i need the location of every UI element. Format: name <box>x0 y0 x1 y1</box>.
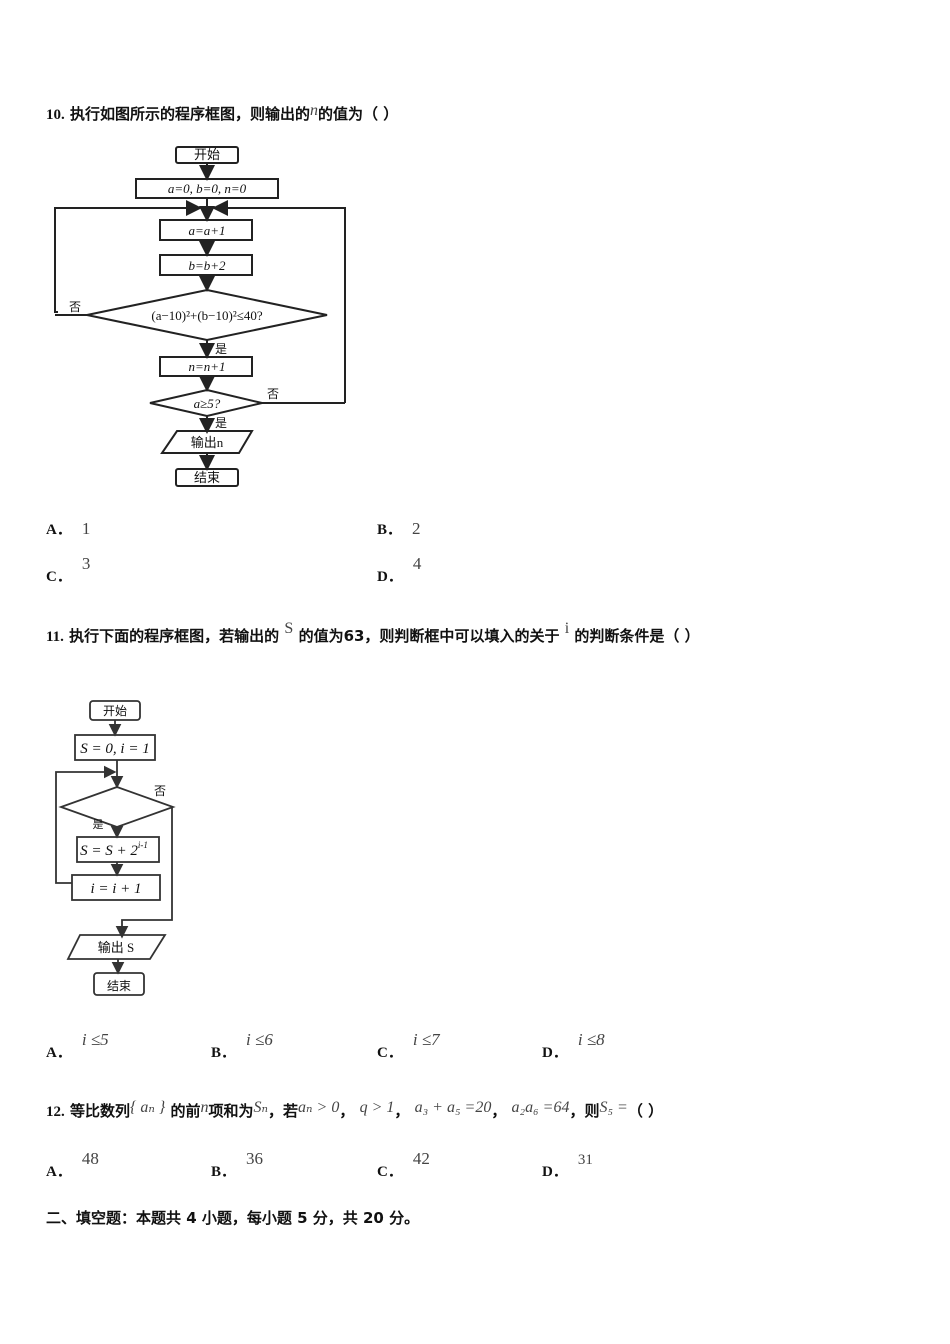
q10-cond2-no: 否 <box>267 387 279 401</box>
q11-step1-label: S = S + 2i-1 <box>80 840 148 859</box>
q11-cond-yes: 是 <box>93 818 104 831</box>
q10-step2-label: b=b+2 <box>188 258 226 273</box>
section-heading-fill-in: 二、填空题：本题共 4 小题，每小题 5 分，共 20 分。 <box>46 1209 420 1227</box>
q11-end-label: 结束 <box>107 979 131 993</box>
q10-end-label: 结束 <box>194 470 220 485</box>
q10-step3-label: n=n+1 <box>188 359 225 374</box>
q10-option-a[interactable]: A．1 <box>46 519 91 538</box>
q11-step2-label: i = i + 1 <box>90 881 141 897</box>
q10-cond1-label: (a−10)²+(b−10)²≤40? <box>151 308 263 323</box>
q11-option-a[interactable]: A．i ≤5 <box>46 1030 109 1061</box>
q12-option-d[interactable]: D．31 <box>542 1152 593 1180</box>
q11-option-c[interactable]: C．i ≤7 <box>377 1030 440 1061</box>
q10-option-d[interactable]: D．4 <box>377 554 422 585</box>
question-12-title: 12. 等比数列{ aₙ } 的前n项和为Sₙ，若aₙ > 0， q > 1， … <box>46 1099 664 1120</box>
q11-start-label: 开始 <box>103 704 127 718</box>
q11-option-b[interactable]: B．i ≤6 <box>211 1030 273 1061</box>
q12-option-c[interactable]: C．42 <box>377 1149 430 1180</box>
q10-cond2-yes: 是 <box>215 416 227 430</box>
q10-option-c[interactable]: C．3 <box>46 554 91 585</box>
q10-cond1-no: 否 <box>69 300 81 314</box>
q11-init-label: S = 0, i = 1 <box>80 741 149 757</box>
q11-option-d[interactable]: D．i ≤8 <box>542 1030 605 1061</box>
flowchart-q10: 开始 a=0, b=0, n=0 a=a+1 b=b+2 (a−10)²+(b−… <box>54 146 346 487</box>
q10-cond2-label: a≥5? <box>194 396 221 411</box>
q10-start-label: 开始 <box>194 147 220 162</box>
q11-output-label: 输出 S <box>98 940 134 955</box>
q11-cond-no: 否 <box>154 784 166 798</box>
question-11-title: 11. 执行下面的程序框图，若输出的 S 的值为63，则判断框中可以填入的关于 … <box>46 620 700 645</box>
q12-option-b[interactable]: B．36 <box>211 1149 264 1180</box>
q10-output-label: 输出n <box>191 435 224 450</box>
flowchart-q11: 开始 S = 0, i = 1 否 是 S = S + 2i-1 i = i +… <box>55 700 176 996</box>
q12-option-a[interactable]: A．48 <box>46 1149 99 1180</box>
q10-init-label: a=0, b=0, n=0 <box>168 181 247 196</box>
q10-cond1-yes: 是 <box>215 342 227 356</box>
q10-step1-label: a=a+1 <box>188 223 225 238</box>
question-10-title: 10. 执行如图所示的程序框图，则输出的n的值为（ ） <box>46 102 399 123</box>
q10-option-b[interactable]: B．2 <box>377 519 421 538</box>
